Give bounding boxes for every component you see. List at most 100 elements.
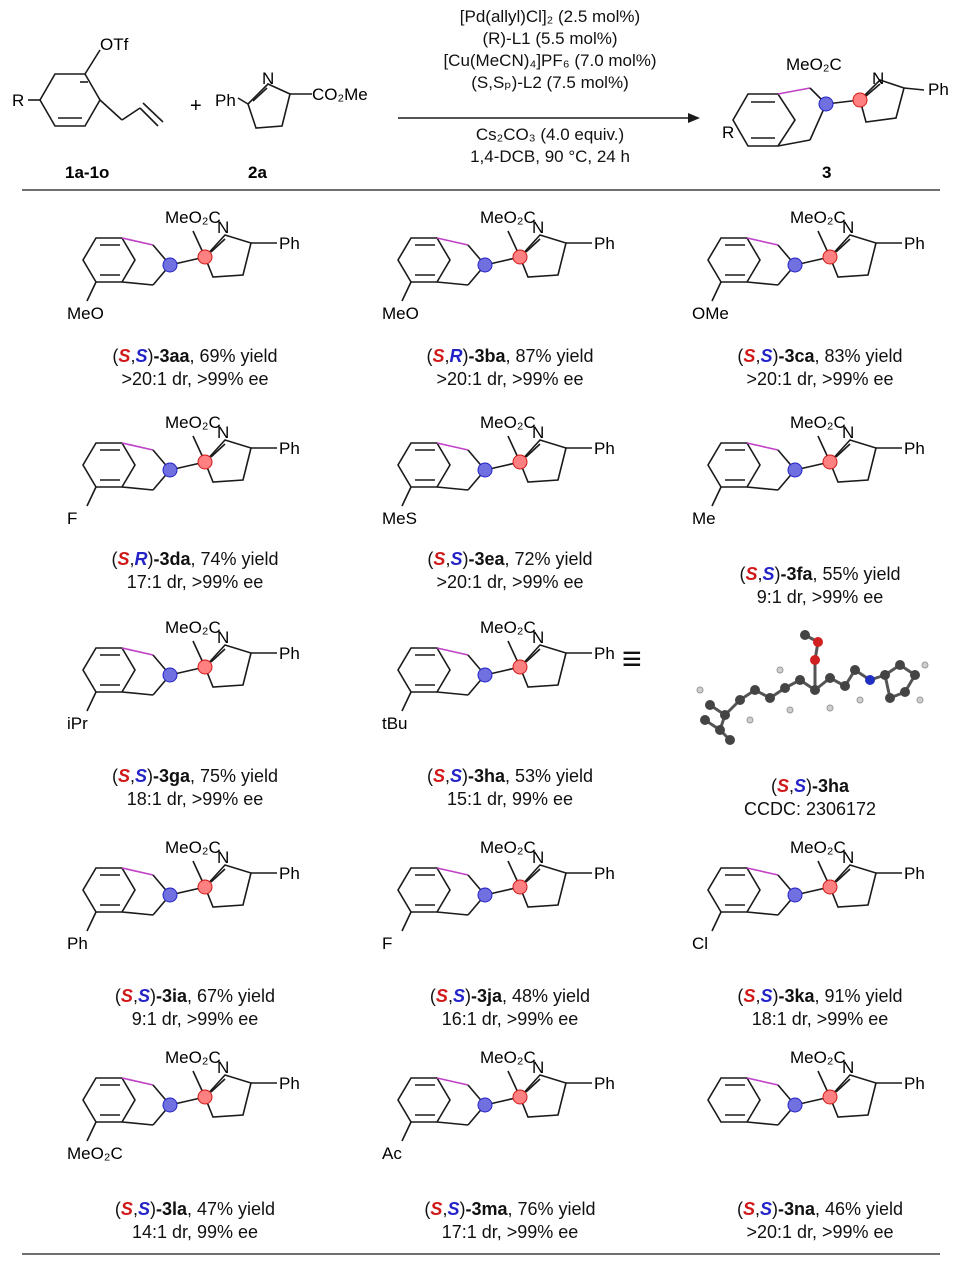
stereo-c1: S (433, 549, 446, 569)
red-stereocenter (197, 249, 213, 265)
selectivity-text: >20:1 dr, >99% ee (436, 369, 584, 389)
new-bond (746, 237, 779, 246)
new-bond (121, 442, 154, 451)
footer-divider (22, 1253, 940, 1255)
compound-code: -3ia (155, 986, 187, 1006)
selectivity-text: 9:1 dr, >99% ee (756, 587, 884, 607)
product-structure (732, 79, 925, 147)
product-ph-label: Ph (928, 80, 949, 99)
selectivity-text: 18:1 dr, >99% ee (751, 1009, 889, 1029)
stereo-c1: S (118, 346, 131, 366)
n-label: N (217, 423, 229, 442)
red-stereocenter (822, 249, 838, 265)
xtal-hydrogen (921, 661, 929, 669)
compound-code: -3aa (153, 346, 190, 366)
yield-text: , 74% yield (190, 549, 279, 569)
compound-code: -3na (777, 1199, 815, 1219)
blue-stereocenter (162, 462, 178, 478)
xtal-hydrogen (696, 686, 704, 694)
reactant-1-structure (28, 49, 164, 127)
xtal-atom (825, 673, 835, 683)
substituent-label: MeO (67, 304, 104, 323)
n-label: N (532, 848, 544, 867)
pyrroline-ring (519, 644, 567, 688)
xtal-atom (810, 655, 820, 665)
ccdc-number: CCDC: 2306172 (743, 799, 877, 819)
xtal-atom (765, 693, 775, 703)
product-blue-stereocenter (818, 96, 834, 112)
substituent-label: F (67, 509, 77, 528)
yield-text: , 69% yield (189, 346, 278, 366)
pyrroline-ring (204, 234, 252, 278)
stereo-c2: S (449, 766, 462, 786)
condition-line: (S,Sₚ)-L2 (7.5 mol%) (471, 73, 629, 92)
stereo-c1: S (743, 346, 756, 366)
compound-code: -3ma (465, 1199, 508, 1219)
new-bond (746, 867, 779, 876)
stereo-c2: S (447, 1199, 460, 1219)
substituent-label: Ph (67, 934, 88, 953)
stereo-c1: S (742, 1199, 755, 1219)
selectivity-text: 17:1 dr, >99% ee (441, 1222, 579, 1242)
new-bond (121, 1077, 154, 1086)
stereo-c2: S (452, 986, 465, 1006)
new-bond (121, 237, 154, 246)
selectivity-text: >20:1 dr, >99% ee (121, 369, 269, 389)
selectivity-text: 17:1 dr, >99% ee (126, 572, 264, 592)
ph-label: Ph (594, 644, 615, 663)
selectivity-text: 14:1 dr, 99% ee (131, 1222, 259, 1242)
yield-text: , 87% yield (505, 346, 594, 366)
new-bond (436, 442, 469, 451)
stereo-c2: S (137, 1199, 150, 1219)
catalyst-conditions: [Pd(allyl)Cl]₂ (2.5 mol%) (R)-L1 (5.5 mo… (400, 6, 700, 94)
compound-code: -3ha (812, 776, 850, 796)
compound-caption: (S,R)-3ba, 87% yield>20:1 dr, >99% ee (360, 345, 660, 391)
compound-code: -3ja (470, 986, 502, 1006)
new-bond (121, 647, 154, 656)
yield-text: , 48% yield (502, 986, 591, 1006)
red-stereocenter (822, 879, 838, 895)
selectivity-text: 18:1 dr, >99% ee (126, 789, 264, 809)
selectivity-text: 9:1 dr, >99% ee (131, 1009, 259, 1029)
xtal-atom (700, 715, 710, 725)
xtal-atom (813, 637, 823, 647)
condition-line: 1,4-DCB, 90 °C, 24 h (470, 147, 630, 166)
xtal-atom (810, 685, 820, 695)
blue-stereocenter (477, 667, 493, 683)
plus-sign: + (190, 95, 202, 117)
xtal-atom (885, 693, 895, 703)
red-stereocenter (197, 1089, 213, 1105)
compound-code: -3ha (467, 766, 505, 786)
pyrroline-ring (519, 234, 567, 278)
stereo-c2: S (760, 986, 773, 1006)
pyrroline-ring (204, 644, 252, 688)
condition-line: Cs₂CO₃ (4.0 equiv.) (475, 125, 625, 144)
xtal-atom (705, 700, 715, 710)
ph-label: Ph (279, 1074, 300, 1093)
compound-code: -3ka (778, 986, 815, 1006)
blue-stereocenter (477, 887, 493, 903)
ph-label: Ph (215, 91, 236, 110)
xtal-atom (720, 710, 730, 720)
selectivity-text: 15:1 dr, 99% ee (446, 789, 574, 809)
ph-label: Ph (594, 1074, 615, 1093)
stereo-c2: R (449, 346, 463, 366)
stereo-c1: S (117, 766, 130, 786)
yield-text: , 91% yield (814, 986, 903, 1006)
blue-stereocenter (477, 462, 493, 478)
xtal-atom (840, 681, 850, 691)
stereo-c2: S (759, 1199, 772, 1219)
red-stereocenter (822, 1089, 838, 1105)
ph-label: Ph (904, 439, 925, 458)
stereo-c1: S (745, 564, 758, 584)
product-ester-label: MeO₂C (786, 55, 842, 74)
